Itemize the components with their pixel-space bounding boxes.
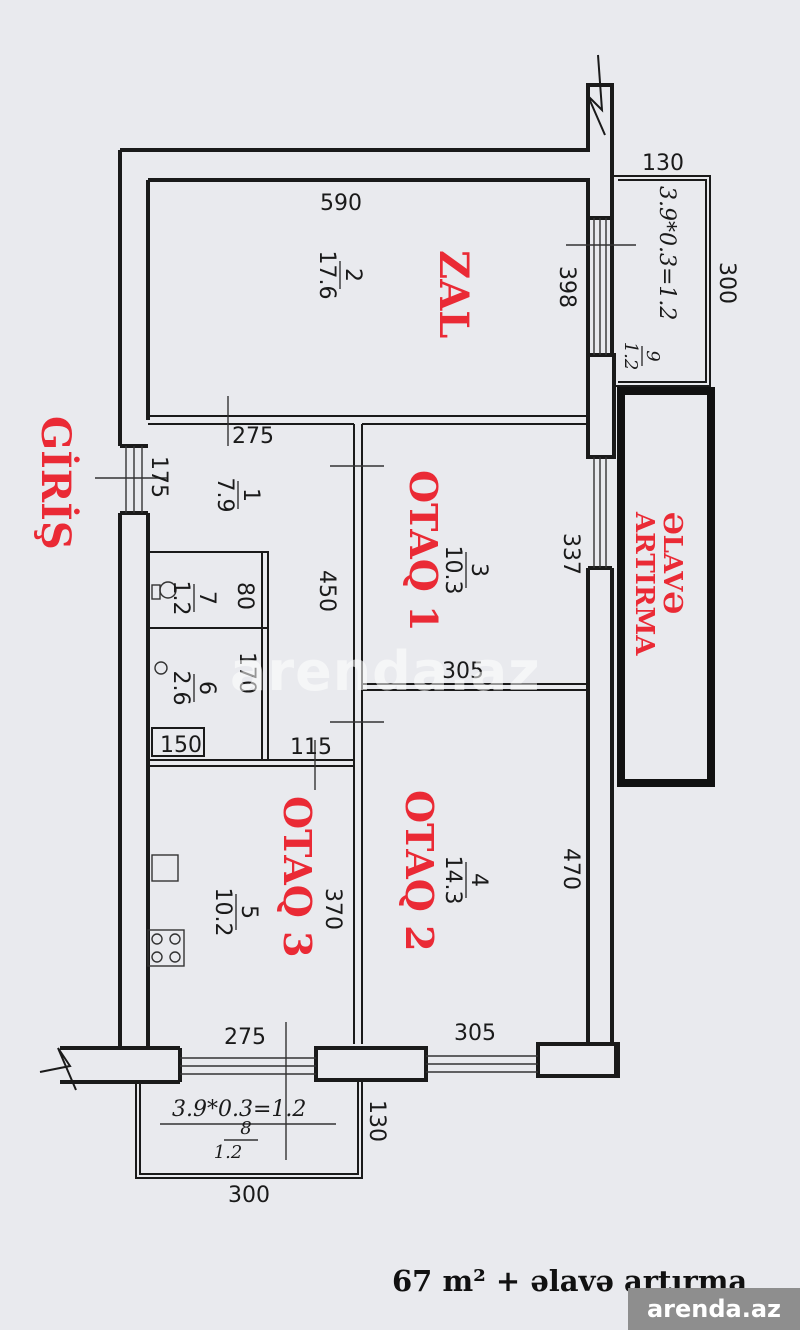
balcony-top-formula: 3.9*0.3=1.2: [654, 186, 679, 320]
room-areas: 2 17.6 1 7.9 3 10.3 7 1.2 6 2.6 4 14.3: [168, 251, 663, 1163]
interior-walls: [147, 244, 636, 1160]
dim-275-bottom: 275: [224, 1025, 266, 1050]
room-2-number: 2: [340, 268, 365, 282]
room-4-area: 14.3: [440, 856, 465, 905]
dim-80: 80: [232, 582, 257, 610]
room-7-area: 1.2: [168, 581, 193, 616]
brand-badge[interactable]: arenda.az: [628, 1288, 800, 1330]
dim-470: 470: [558, 848, 583, 890]
dim-305-bottom: 305: [454, 1021, 496, 1046]
room-labels: ZAL OTAQ 1 OTAQ 2 OTAQ 3 GİRİŞ ƏLAVƏ ART…: [32, 250, 687, 958]
room-6-number: 6: [194, 681, 219, 695]
dim-115: 115: [290, 735, 332, 760]
label-giris: GİRİŞ: [32, 416, 79, 550]
dim-300-bottom: 300: [228, 1183, 270, 1208]
room-1-area: 7.9: [212, 478, 237, 513]
room-5-number: 5: [236, 905, 261, 919]
room-3-area: 10.3: [440, 546, 465, 595]
label-otaq-3: OTAQ 3: [275, 796, 320, 958]
room-8-area: 1.2: [214, 1142, 243, 1163]
room-9-area: 1.2: [620, 342, 641, 371]
room-5-area: 10.2: [210, 888, 235, 937]
label-elave-2: ARTIRMA: [629, 511, 659, 656]
dim-150: 150: [160, 733, 202, 758]
dim-275-top: 275: [232, 424, 274, 449]
label-zal: ZAL: [430, 250, 477, 338]
dimension-labels: 590 398 130 300 275 175 450 337 80 170 1…: [146, 151, 739, 1208]
label-elave-1: ƏLAVƏ: [657, 512, 687, 614]
room-8-number: 8: [240, 1118, 251, 1139]
windows: [95, 218, 607, 1075]
watermark: arenda.az: [230, 640, 541, 703]
dim-170: 170: [234, 652, 259, 694]
room-9-number: 9: [642, 350, 663, 361]
dim-175: 175: [146, 456, 171, 498]
balcony-formulas: 3.9*0.3=1.2 3.9*0.3=1.2: [172, 186, 679, 1122]
dim-590: 590: [320, 191, 362, 216]
room-3-number: 3: [466, 563, 491, 577]
room-4-number: 4: [466, 873, 491, 887]
dim-450: 450: [314, 570, 339, 612]
room-2-area: 17.6: [314, 251, 339, 300]
room-6-area: 2.6: [168, 671, 193, 706]
dim-370: 370: [320, 888, 345, 930]
label-otaq-1: OTAQ 1: [401, 470, 446, 632]
dim-300-right: 300: [714, 262, 739, 304]
dim-130-bottom: 130: [364, 1100, 389, 1142]
balconies: [135, 175, 715, 1179]
extension-box: [617, 387, 715, 787]
balcony-bottom-formula: 3.9*0.3=1.2: [172, 1097, 306, 1122]
room-7-number: 7: [194, 591, 219, 605]
fixtures: [147, 581, 185, 967]
dim-130-top: 130: [642, 151, 684, 176]
outer-walls: [39, 54, 620, 1091]
room-1-number: 1: [238, 488, 263, 502]
dim-337: 337: [558, 533, 583, 575]
dim-398: 398: [554, 266, 579, 308]
dim-305-mid: 305: [442, 659, 484, 684]
label-otaq-2: OTAQ 2: [397, 790, 442, 952]
